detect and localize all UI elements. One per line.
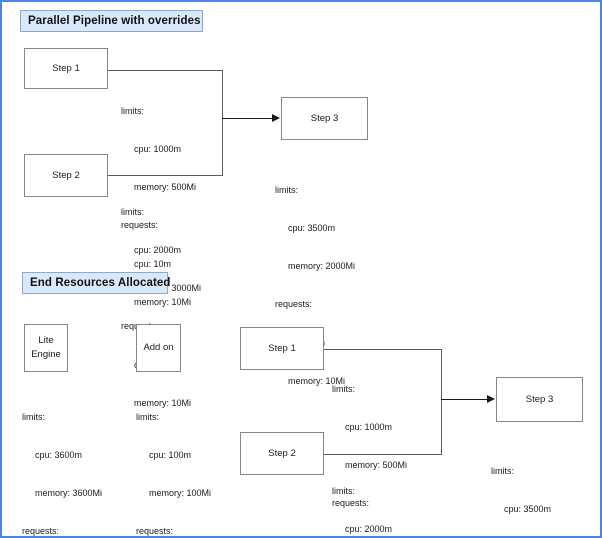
section-banner-parallel-pipeline: Parallel Pipeline with overrides <box>20 10 203 32</box>
edge-bottom-step1-to-junction <box>324 349 441 350</box>
limits-memory: memory: 2000Mi <box>288 261 356 272</box>
requests-label: requests: <box>22 526 60 537</box>
limits-memory: memory: 500Mi <box>134 182 197 193</box>
node-label: Step 2 <box>268 447 296 459</box>
limits-cpu: cpu: 2000m <box>134 244 182 255</box>
node-top-step3[interactable]: Step 3 <box>281 97 368 140</box>
requests-label: requests: <box>332 498 370 509</box>
node-label: Step 2 <box>52 169 80 181</box>
resources-lite-engine: limits: cpu: 3600m memory: 3600Mi reques… <box>22 385 103 537</box>
requests-label: requests: <box>136 526 174 537</box>
requests-memory: memory: 10Mi <box>134 398 192 409</box>
limits-label: limits: <box>491 465 514 476</box>
arrowhead-bottom-step3 <box>487 395 495 403</box>
resources-top-step1: limits: cpu: 1000m memory: 500Mi request… <box>121 79 196 334</box>
resources-add-on: limits: cpu: 100m memory: 100Mi requests… <box>136 385 212 537</box>
resources-bottom-step3: limits: cpu: 3500m memory: 2000Mi reques… <box>491 439 571 536</box>
node-bottom-step3[interactable]: Step 3 <box>496 377 583 422</box>
resources-bottom-step2: limits: cpu: 2000m memory: 3000Mi reques… <box>332 459 412 536</box>
node-top-step1[interactable]: Step 1 <box>24 48 108 89</box>
node-label: Step 1 <box>52 62 80 74</box>
limits-cpu: cpu: 2000m <box>345 523 393 534</box>
arrowhead-top-step3 <box>272 114 280 122</box>
node-label: Add on <box>143 342 174 354</box>
edge-top-junction-to-step3 <box>222 118 273 119</box>
node-bottom-step1[interactable]: Step 1 <box>240 327 324 370</box>
node-label: Step 1 <box>268 342 296 354</box>
edge-top-vertical-bus <box>222 70 223 176</box>
limits-cpu: cpu: 3600m <box>35 449 83 460</box>
node-label-line2: Engine <box>31 349 61 360</box>
edge-top-step1-to-junction <box>108 70 222 71</box>
node-label-line1: Lite <box>38 335 54 347</box>
edge-top-step2-to-junction <box>108 175 222 176</box>
resources-bottom-step1: limits: cpu: 1000m memory: 500Mi request… <box>332 357 408 536</box>
limits-memory: memory: 100Mi <box>149 488 212 499</box>
limits-label: limits: <box>121 206 144 217</box>
edge-bottom-step2-to-junction <box>324 454 441 455</box>
limits-cpu: cpu: 3500m <box>504 503 552 514</box>
node-add-on[interactable]: Add on <box>136 324 181 372</box>
node-bottom-step2[interactable]: Step 2 <box>240 432 324 475</box>
node-label: Step 3 <box>525 393 554 405</box>
banner-label: End Resources Allocated <box>30 277 171 289</box>
limits-label: limits: <box>332 383 355 394</box>
section-banner-end-resources: End Resources Allocated <box>22 272 171 294</box>
limits-label: limits: <box>121 105 144 116</box>
requests-label: requests: <box>275 299 313 310</box>
node-label: Step 3 <box>310 112 339 124</box>
limits-cpu: cpu: 100m <box>149 449 192 460</box>
limits-label: limits: <box>136 411 159 422</box>
limits-memory: memory: 3600Mi <box>35 488 103 499</box>
requests-cpu: cpu: 10m <box>134 258 172 269</box>
requests-memory: memory: 10Mi <box>134 297 192 308</box>
node-lite-engine[interactable]: Lite Engine <box>24 324 68 372</box>
limits-label: limits: <box>275 184 298 195</box>
limits-memory: memory: 500Mi <box>345 460 408 471</box>
edge-bottom-junction-to-step3 <box>441 399 488 400</box>
banner-label: Parallel Pipeline with overrides <box>28 15 201 27</box>
limits-label: limits: <box>332 485 355 496</box>
limits-cpu: cpu: 1000m <box>345 421 393 432</box>
limits-cpu: cpu: 3500m <box>288 222 336 233</box>
node-top-step2[interactable]: Step 2 <box>24 154 108 197</box>
edge-bottom-vertical-bus <box>441 349 442 455</box>
requests-label: requests: <box>121 220 159 231</box>
limits-cpu: cpu: 1000m <box>134 143 182 154</box>
requests-memory: memory: 10Mi <box>288 376 346 387</box>
limits-label: limits: <box>22 411 45 422</box>
